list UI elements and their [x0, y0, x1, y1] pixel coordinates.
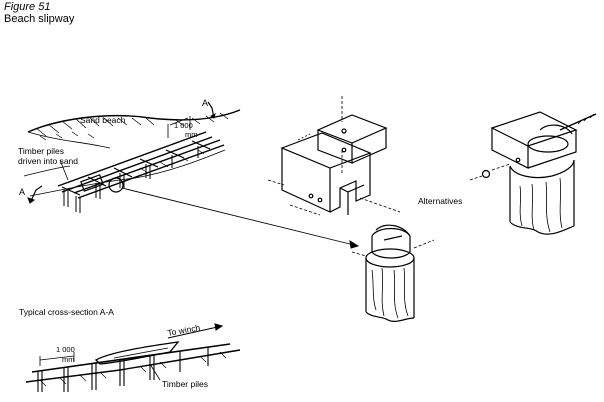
- rounded-pile-detail: [351, 224, 435, 322]
- plan-view: [23, 101, 360, 249]
- section-marker-a-right: A: [202, 98, 208, 108]
- sand-hatching: [35, 112, 229, 174]
- figure-title: Beach slipway: [4, 13, 75, 25]
- plan-dimension-unit: mm: [185, 130, 198, 139]
- capped-pile-detail: [469, 111, 597, 235]
- exploded-joint-detail: [267, 96, 401, 216]
- section-dimension-unit: mm: [62, 355, 75, 364]
- section-title: Typical cross-section A-A: [19, 307, 114, 317]
- ground-hatching: [39, 351, 227, 387]
- section-piles: [37, 347, 209, 392]
- section-marker-a-left: A: [19, 187, 25, 197]
- section-dimension-value: 1 000: [56, 345, 75, 354]
- label-sand-beach: Sand beach: [80, 115, 126, 125]
- figure-number: Figure 51: [4, 1, 51, 13]
- plan-piles: [63, 146, 199, 213]
- label-alternatives: Alternatives: [418, 196, 462, 206]
- label-to-winch: To winch: [167, 322, 202, 338]
- label-piles-line2: driven into sand: [18, 156, 78, 166]
- plan-dimension-value: 1 000: [174, 121, 193, 130]
- label-piles-line1: Timber piles: [18, 146, 64, 156]
- cross-section-view: [25, 323, 241, 392]
- cross-ties: [61, 140, 211, 196]
- label-timber-piles: Timber piles: [162, 379, 208, 389]
- right-wood-grain: [519, 177, 563, 233]
- wood-grain: [371, 267, 409, 319]
